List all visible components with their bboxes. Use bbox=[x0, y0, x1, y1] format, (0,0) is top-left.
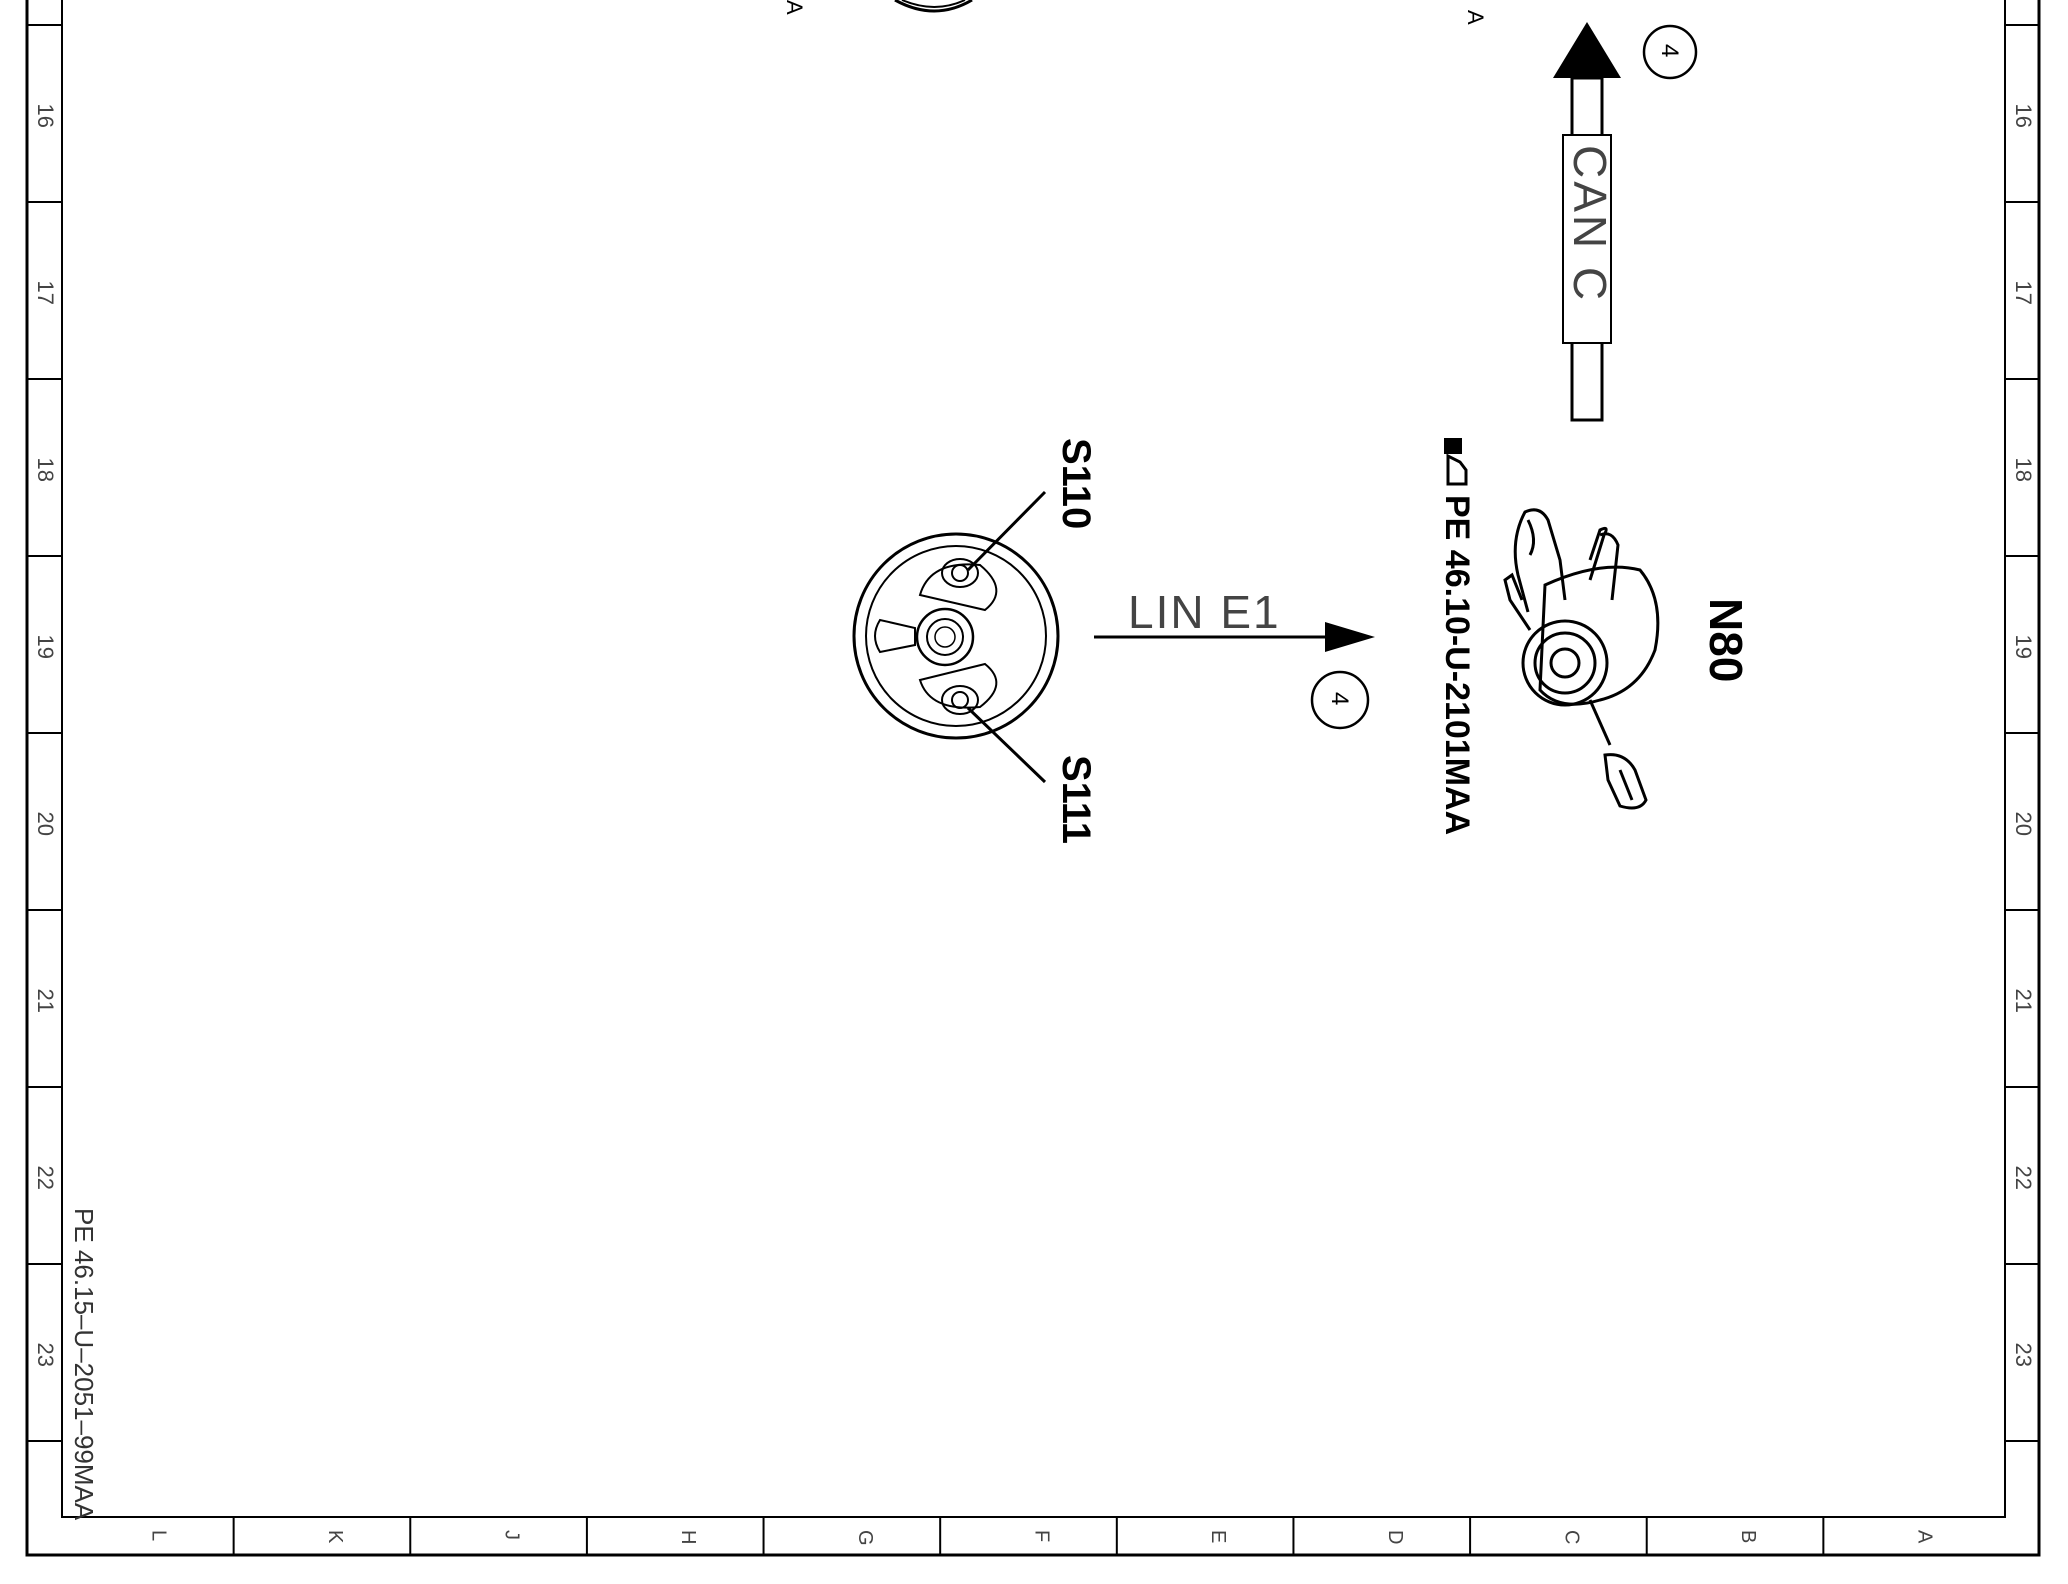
steering-wheel-icon bbox=[852, 532, 1060, 740]
reference-text: PE 46.10-U-2101MAA bbox=[1438, 495, 1476, 835]
row-label-right: 17 bbox=[2011, 281, 2036, 305]
column-label: L bbox=[147, 1530, 169, 1541]
s111-leader-line bbox=[966, 706, 1047, 784]
row-labels-right: 16 17 18 19 20 21 22 23 bbox=[2011, 104, 2036, 1367]
row-label-right: 20 bbox=[2011, 812, 2036, 836]
lin-bus-label: LIN E1 bbox=[1128, 586, 1281, 638]
row-label-right: 16 bbox=[2011, 104, 2036, 128]
drawing-number: PE 46.15–U–2051–99MAA bbox=[69, 1208, 99, 1521]
column-label: A bbox=[1914, 1530, 1936, 1544]
column-label: F bbox=[1031, 1530, 1053, 1542]
column-label: D bbox=[1384, 1530, 1406, 1544]
row-label-left: 19 bbox=[33, 635, 58, 659]
lin-bus-arrow bbox=[1094, 622, 1375, 652]
top-partial-label-right: A bbox=[1463, 10, 1488, 25]
can-bus-callout: 4 bbox=[1642, 24, 1698, 80]
row-label-left: 22 bbox=[33, 1166, 58, 1190]
row-dividers bbox=[27, 24, 2039, 1442]
top-partial-label-left: A bbox=[782, 0, 807, 15]
svg-text:4: 4 bbox=[1656, 44, 1683, 57]
lin-bus-callout: 4 bbox=[1310, 670, 1370, 730]
row-label-left: 16 bbox=[33, 104, 58, 128]
outer-frame bbox=[25, 0, 2041, 1557]
row-label-left: 18 bbox=[33, 458, 58, 482]
column-label: B bbox=[1737, 1530, 1759, 1543]
row-label-right: 23 bbox=[2011, 1343, 2036, 1367]
row-label-left: 23 bbox=[33, 1343, 58, 1367]
svg-text:4: 4 bbox=[1326, 692, 1353, 705]
component-label-s111: S111 bbox=[1054, 755, 1098, 844]
column-label: C bbox=[1560, 1530, 1582, 1544]
column-label: E bbox=[1207, 1530, 1229, 1543]
row-label-left: 20 bbox=[33, 812, 58, 836]
pointing-hand-icon bbox=[1444, 438, 1468, 486]
row-label-right: 22 bbox=[2011, 1166, 2036, 1190]
can-bus-arrow: CAN C bbox=[1553, 22, 1621, 422]
can-bus-label: CAN C bbox=[1564, 145, 1616, 303]
row-labels-left: 16 17 18 19 20 21 22 23 bbox=[33, 104, 58, 1367]
column-dividers bbox=[232, 1517, 1825, 1555]
inner-frame bbox=[61, 0, 2006, 1518]
row-label-left: 21 bbox=[33, 989, 58, 1013]
combination-switch-icon bbox=[1503, 508, 1660, 810]
row-label-right: 21 bbox=[2011, 989, 2036, 1013]
row-label-right: 18 bbox=[2011, 458, 2036, 482]
component-label-s110: S110 bbox=[1054, 438, 1098, 529]
column-label: H bbox=[677, 1530, 699, 1544]
column-label: G bbox=[854, 1530, 876, 1546]
component-label-n80: N80 bbox=[1700, 598, 1752, 682]
column-label: K bbox=[324, 1530, 346, 1544]
s110-leader-line bbox=[966, 490, 1047, 572]
column-label: J bbox=[501, 1530, 523, 1540]
row-label-right: 19 bbox=[2011, 635, 2036, 659]
partial-arc bbox=[894, 0, 973, 13]
row-label-left: 17 bbox=[33, 281, 58, 305]
